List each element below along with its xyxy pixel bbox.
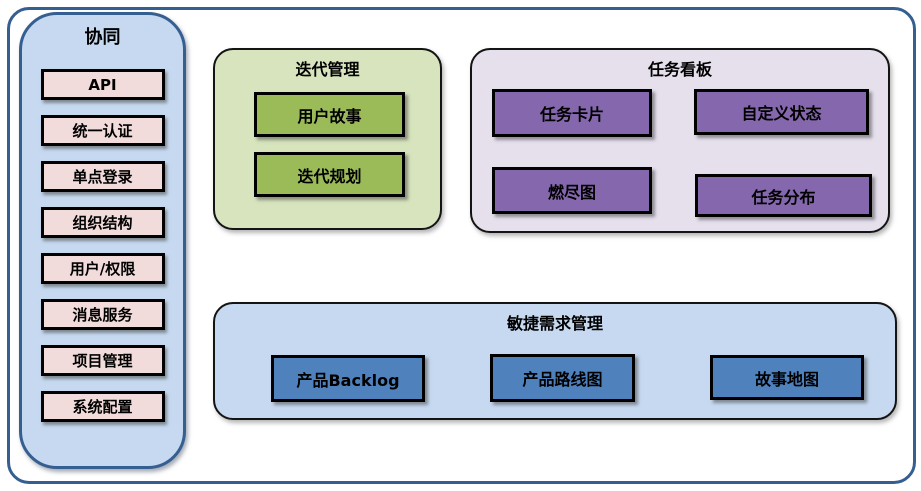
sidebar-item-project-management: 项目管理 xyxy=(40,345,165,376)
group-agile-requirements-title: 敏捷需求管理 xyxy=(506,314,603,333)
feature-box-task-card: 任务卡片 xyxy=(492,89,652,137)
sidebar-title: 协同 xyxy=(84,27,121,48)
feature-box-custom-status: 自定义状态 xyxy=(694,89,869,135)
sidebar-item-api: API xyxy=(40,69,165,100)
sidebar-item-sso: 单点登录 xyxy=(40,161,165,192)
feature-box-product-backlog: 产品Backlog xyxy=(271,355,425,402)
sidebar-item-unified-auth: 统一认证 xyxy=(40,115,165,146)
feature-box-burndown-chart: 燃尽图 xyxy=(492,167,652,214)
feature-box-iteration-planning: 迭代规划 xyxy=(254,152,405,197)
feature-box-product-roadmap: 产品路线图 xyxy=(490,354,635,402)
sidebar-item-user-permissions: 用户/权限 xyxy=(40,253,165,284)
sidebar-collaboration-group: 协同 API 统一认证 单点登录 组织结构 用户/权限 消息服务 项目管理 系统… xyxy=(19,12,186,469)
sidebar-item-list: API 统一认证 单点登录 组织结构 用户/权限 消息服务 项目管理 系统配置 xyxy=(22,69,183,422)
group-task-board-title: 任务看板 xyxy=(647,60,712,79)
feature-box-story-map: 故事地图 xyxy=(710,355,864,400)
sidebar-item-system-config: 系统配置 xyxy=(40,391,165,422)
group-agile-requirements: 敏捷需求管理 产品Backlog 产品路线图 故事地图 xyxy=(213,302,897,420)
group-task-board: 任务看板 任务卡片 自定义状态 燃尽图 任务分布 xyxy=(470,48,890,233)
feature-box-task-distribution: 任务分布 xyxy=(695,174,872,217)
group-iteration-title: 迭代管理 xyxy=(295,60,360,79)
sidebar-item-org-structure: 组织结构 xyxy=(40,207,165,238)
sidebar-item-message-service: 消息服务 xyxy=(40,299,165,330)
group-iteration-management: 迭代管理 用户故事 迭代规划 xyxy=(213,48,442,230)
feature-box-user-story: 用户故事 xyxy=(254,92,405,137)
